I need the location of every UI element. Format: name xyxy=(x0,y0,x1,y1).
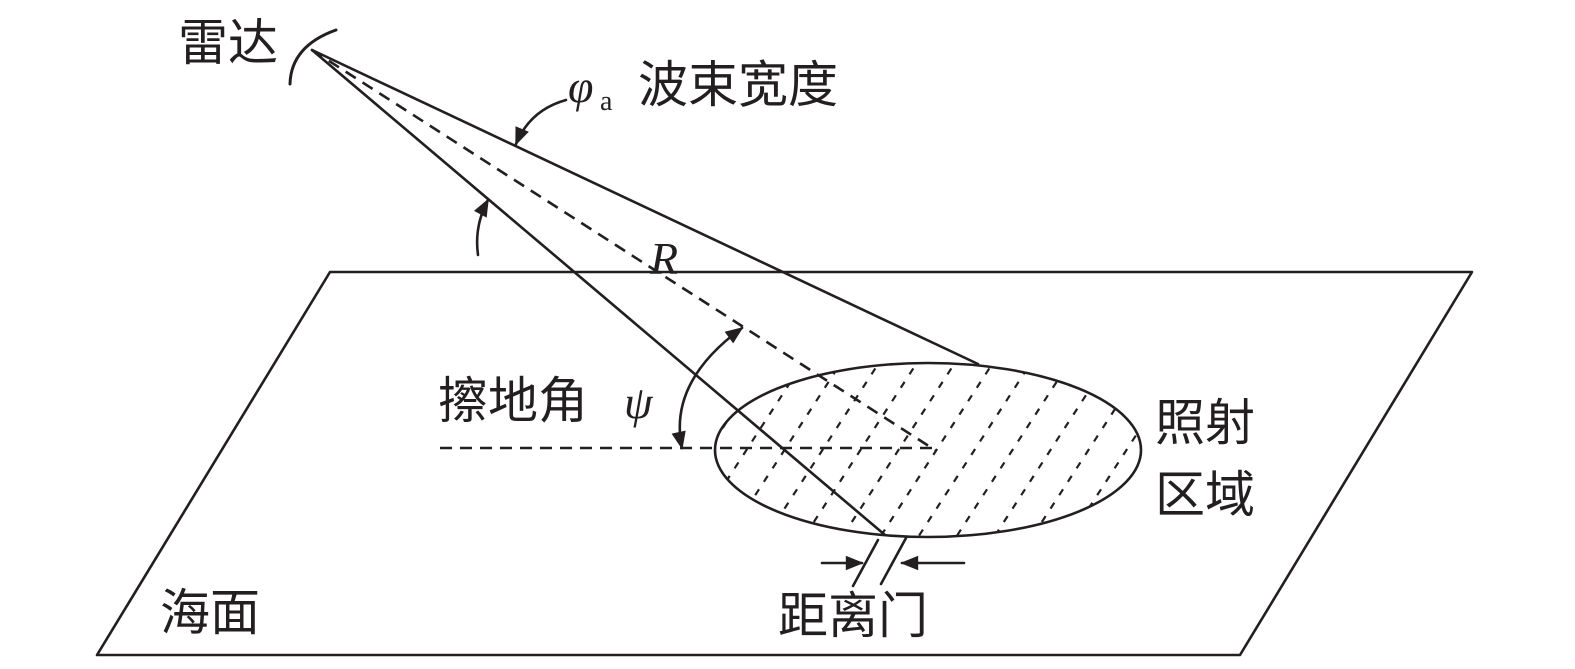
radar-antenna-icon xyxy=(288,28,338,86)
beam-lower-edge xyxy=(310,48,887,537)
hatch-line xyxy=(834,364,961,536)
hatch-line xyxy=(910,364,1037,536)
sea-surface-plane xyxy=(95,270,1474,657)
hatch-line xyxy=(796,364,923,536)
hatch-line xyxy=(986,364,1113,536)
beam-width-label: 波束宽度 xyxy=(638,56,838,114)
grazing-angle-arc-arrow xyxy=(671,326,744,450)
range-gate-label: 距离门 xyxy=(778,587,928,645)
illuminated-area-label-line1: 照射 xyxy=(1155,394,1255,452)
hatch-line xyxy=(948,364,1075,536)
range-label: R xyxy=(649,233,678,284)
grazing-angle-symbol: ψ xyxy=(624,377,654,428)
illuminated-area-ellipse xyxy=(713,361,1143,539)
range-gate-edge-right xyxy=(879,536,908,586)
illuminated-area-label-line2: 区域 xyxy=(1155,466,1255,524)
beam-width-arrow-lower xyxy=(473,198,490,257)
sea-surface-label: 海面 xyxy=(160,584,260,642)
hatch-line xyxy=(1024,364,1140,536)
radar-label: 雷达 xyxy=(178,14,278,72)
beam-width-arrow-upper xyxy=(514,98,568,146)
illuminated-area-hatching xyxy=(716,364,1140,536)
hatch-line xyxy=(872,364,999,536)
beam-center-line xyxy=(311,48,936,452)
grazing-angle-label: 擦地角 xyxy=(438,372,588,430)
beam-width-subscript: a xyxy=(600,86,613,117)
hatch-line xyxy=(758,364,885,536)
beam-width-symbol-phi: φ xyxy=(568,61,593,112)
hatch-line xyxy=(716,364,809,536)
hatch-line xyxy=(720,364,847,536)
beam-upper-edge xyxy=(310,48,980,366)
beam-width-symbol: φ xyxy=(568,61,593,112)
hatch-line xyxy=(1062,364,1140,536)
range-gate-edge-left xyxy=(851,538,880,588)
